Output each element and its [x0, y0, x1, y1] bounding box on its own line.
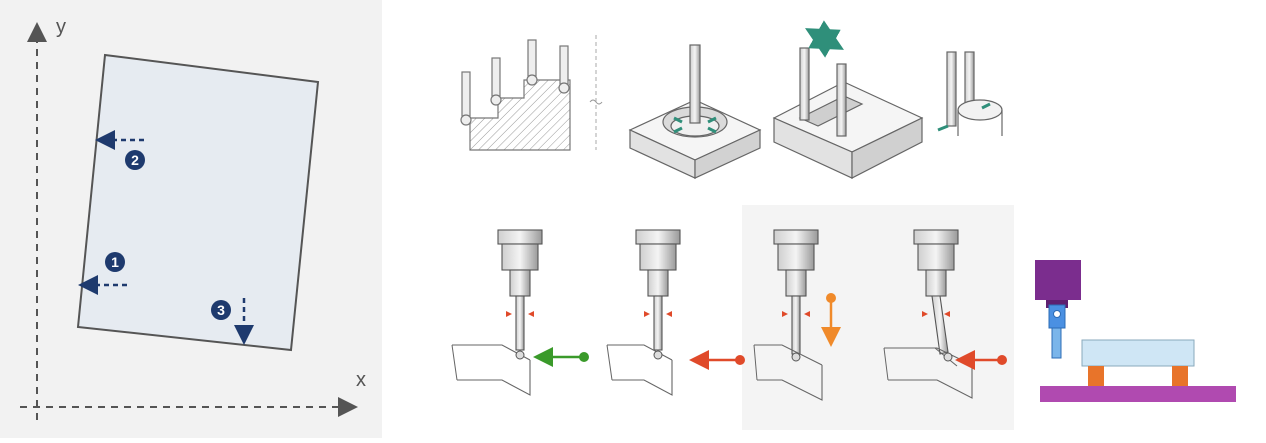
- y-axis-label: y: [56, 16, 66, 38]
- step-profile-illustration: [460, 35, 603, 151]
- tool-setter-illustration: [1035, 260, 1236, 402]
- support-right: [1172, 366, 1188, 386]
- marker-3-circle: [211, 300, 231, 320]
- spindle-neck: [1046, 300, 1068, 308]
- cylinder-probing-illustration: [937, 51, 1003, 136]
- illustrations-svg: [451, 20, 1236, 430]
- probe-step-3: [753, 229, 841, 401]
- coordinate-probing-diagram: y x 2 1 3: [0, 0, 382, 438]
- workpiece: [76, 53, 320, 352]
- probe-step-2: [606, 229, 745, 396]
- x-axis-label: x: [356, 369, 366, 391]
- spindle-head: [1035, 260, 1081, 300]
- probe-stylus: [1051, 327, 1062, 359]
- marker-1-label: 1: [111, 254, 119, 270]
- support-left: [1088, 366, 1104, 386]
- double-arrow-icon: [805, 20, 844, 58]
- coordinate-svg: y x 2 1 3: [20, 16, 366, 420]
- probing-illustrations: [382, 0, 1266, 438]
- workpiece-plate: [1081, 339, 1195, 367]
- marker-2-circle: [125, 150, 145, 170]
- marker-2-label: 2: [131, 152, 139, 168]
- marker-3-label: 3: [217, 302, 225, 318]
- marker-1-circle: [105, 252, 125, 272]
- bore-probing-illustration: [628, 44, 762, 179]
- machine-table: [1040, 386, 1236, 402]
- slot-probing-illustration: [772, 20, 924, 179]
- probe-step-1: [451, 229, 589, 396]
- probe-step-4: [883, 229, 1007, 399]
